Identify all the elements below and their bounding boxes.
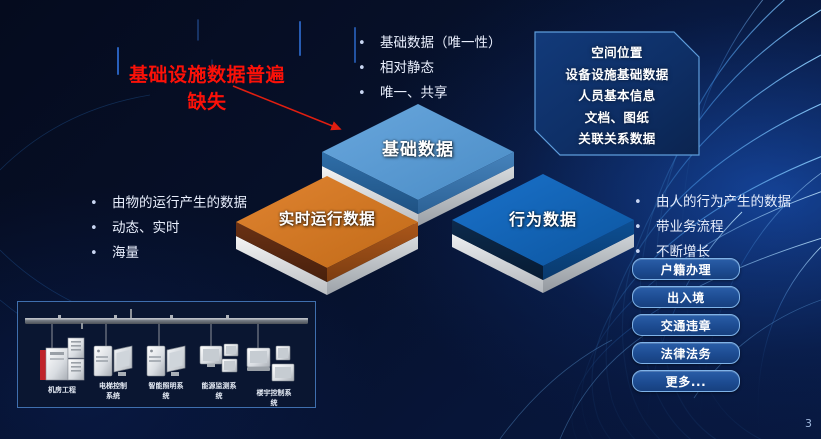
panel-line: 设备设施基础数据 — [565, 66, 669, 82]
panel-line: 人员基本信息 — [578, 88, 656, 103]
block-realtime-data[interactable]: 实时运行数据 — [232, 174, 422, 295]
block-behavior-data-shape — [452, 174, 634, 293]
device-label-a: 电梯控制 — [99, 381, 127, 390]
bullet-text: 基础数据（唯一性） — [380, 35, 502, 51]
bullet-text: 不断增长 — [656, 244, 710, 260]
block-behavior-data-label: 行为数据 — [508, 210, 577, 229]
bullet-text: 海量 — [112, 245, 139, 261]
list-item: • 动态、实时 — [90, 216, 247, 241]
panel-line: 关联关系数据 — [578, 131, 656, 146]
bullet-text: 由物的运行产生的数据 — [112, 195, 247, 211]
block-realtime-data-label: 实时运行数据 — [278, 210, 376, 228]
bullet-dot-icon: • — [634, 220, 642, 235]
bullet-dot-icon: • — [358, 86, 366, 101]
pill-button-more[interactable]: 更多... — [632, 370, 740, 392]
panel-background-shape — [534, 31, 700, 156]
bullet-dot-icon: • — [358, 36, 366, 51]
block-realtime-data-shape — [236, 176, 418, 295]
info-panel-lines: 空间位置 设备设施基础数据 人员基本信息 文档、图纸 关联关系数据 — [534, 31, 700, 150]
red-arrow-icon — [232, 85, 342, 131]
bullet-text: 由人的行为产生的数据 — [656, 194, 791, 210]
device-label-h: 统 — [271, 398, 278, 407]
info-panel-base-data-contents: 空间位置 设备设施基础数据 人员基本信息 文档、图纸 关联关系数据 — [534, 31, 700, 156]
bullet-dot-icon: • — [90, 221, 98, 236]
device-systems-diagram: 机房工程 电梯控制 系统 智能照明系 统 能源监测系 统 楼宇控制系 统 — [17, 301, 316, 408]
pill-button-exit-entry[interactable]: 出入境 — [632, 286, 740, 308]
bullet-dot-icon: • — [634, 245, 642, 260]
block-base-data-label: 基础数据 — [382, 140, 454, 160]
device-label-c: 智能照明系 — [149, 381, 184, 390]
list-item: • 海量 — [90, 241, 247, 266]
list-item: • 带业务流程 — [634, 215, 791, 240]
bullet-list-behavior-data: • 由人的行为产生的数据 • 带业务流程 • 不断增长 — [634, 190, 791, 265]
device-label-g: 楼宇控制系 — [257, 388, 292, 397]
block-behavior-data[interactable]: 行为数据 — [448, 172, 638, 293]
device-label: 机房工程 — [48, 385, 76, 394]
list-item: • 由人的行为产生的数据 — [634, 190, 791, 215]
device-systems-illustration: 机房工程 电梯控制 系统 智能照明系 统 能源监测系 统 楼宇控制系 统 — [25, 309, 308, 407]
device-label-f: 统 — [216, 391, 223, 400]
list-item: • 基础数据（唯一性） — [358, 31, 502, 56]
bullet-dot-icon: • — [634, 195, 642, 210]
bullet-text: 相对静态 — [380, 60, 434, 76]
bullet-text: 唯一、共享 — [380, 85, 448, 101]
list-item: • 相对静态 — [358, 56, 502, 81]
service-pill-list: 户籍办理 出入境 交通违章 法律法务 更多... — [632, 258, 740, 398]
bullet-dot-icon: • — [90, 246, 98, 261]
bullet-text: 带业务流程 — [656, 219, 724, 235]
pill-button-household[interactable]: 户籍办理 — [632, 258, 740, 280]
list-item: • 由物的运行产生的数据 — [90, 191, 247, 216]
panel-line: 文档、图纸 — [584, 109, 650, 125]
bullet-text: 动态、实时 — [112, 220, 180, 236]
device-label-b: 系统 — [106, 391, 120, 400]
pill-button-legal-affairs[interactable]: 法律法务 — [632, 342, 740, 364]
panel-line: 空间位置 — [591, 45, 643, 60]
list-item: • 唯一、共享 — [358, 81, 502, 106]
page-number: 3 — [805, 417, 812, 430]
bullet-dot-icon: • — [90, 196, 98, 211]
bullet-list-realtime-data: • 由物的运行产生的数据 • 动态、实时 • 海量 — [90, 191, 247, 266]
page-title-callout: 基础设施数据普遍缺失 — [128, 64, 285, 113]
device-label-d: 统 — [163, 391, 170, 400]
bullet-list-base-data: • 基础数据（唯一性） • 相对静态 • 唯一、共享 — [358, 31, 502, 106]
pill-button-traffic-violation[interactable]: 交通违章 — [632, 314, 740, 336]
list-item: • 不断增长 — [634, 240, 791, 265]
device-label-e: 能源监测系 — [202, 381, 237, 390]
bullet-dot-icon: • — [358, 61, 366, 76]
